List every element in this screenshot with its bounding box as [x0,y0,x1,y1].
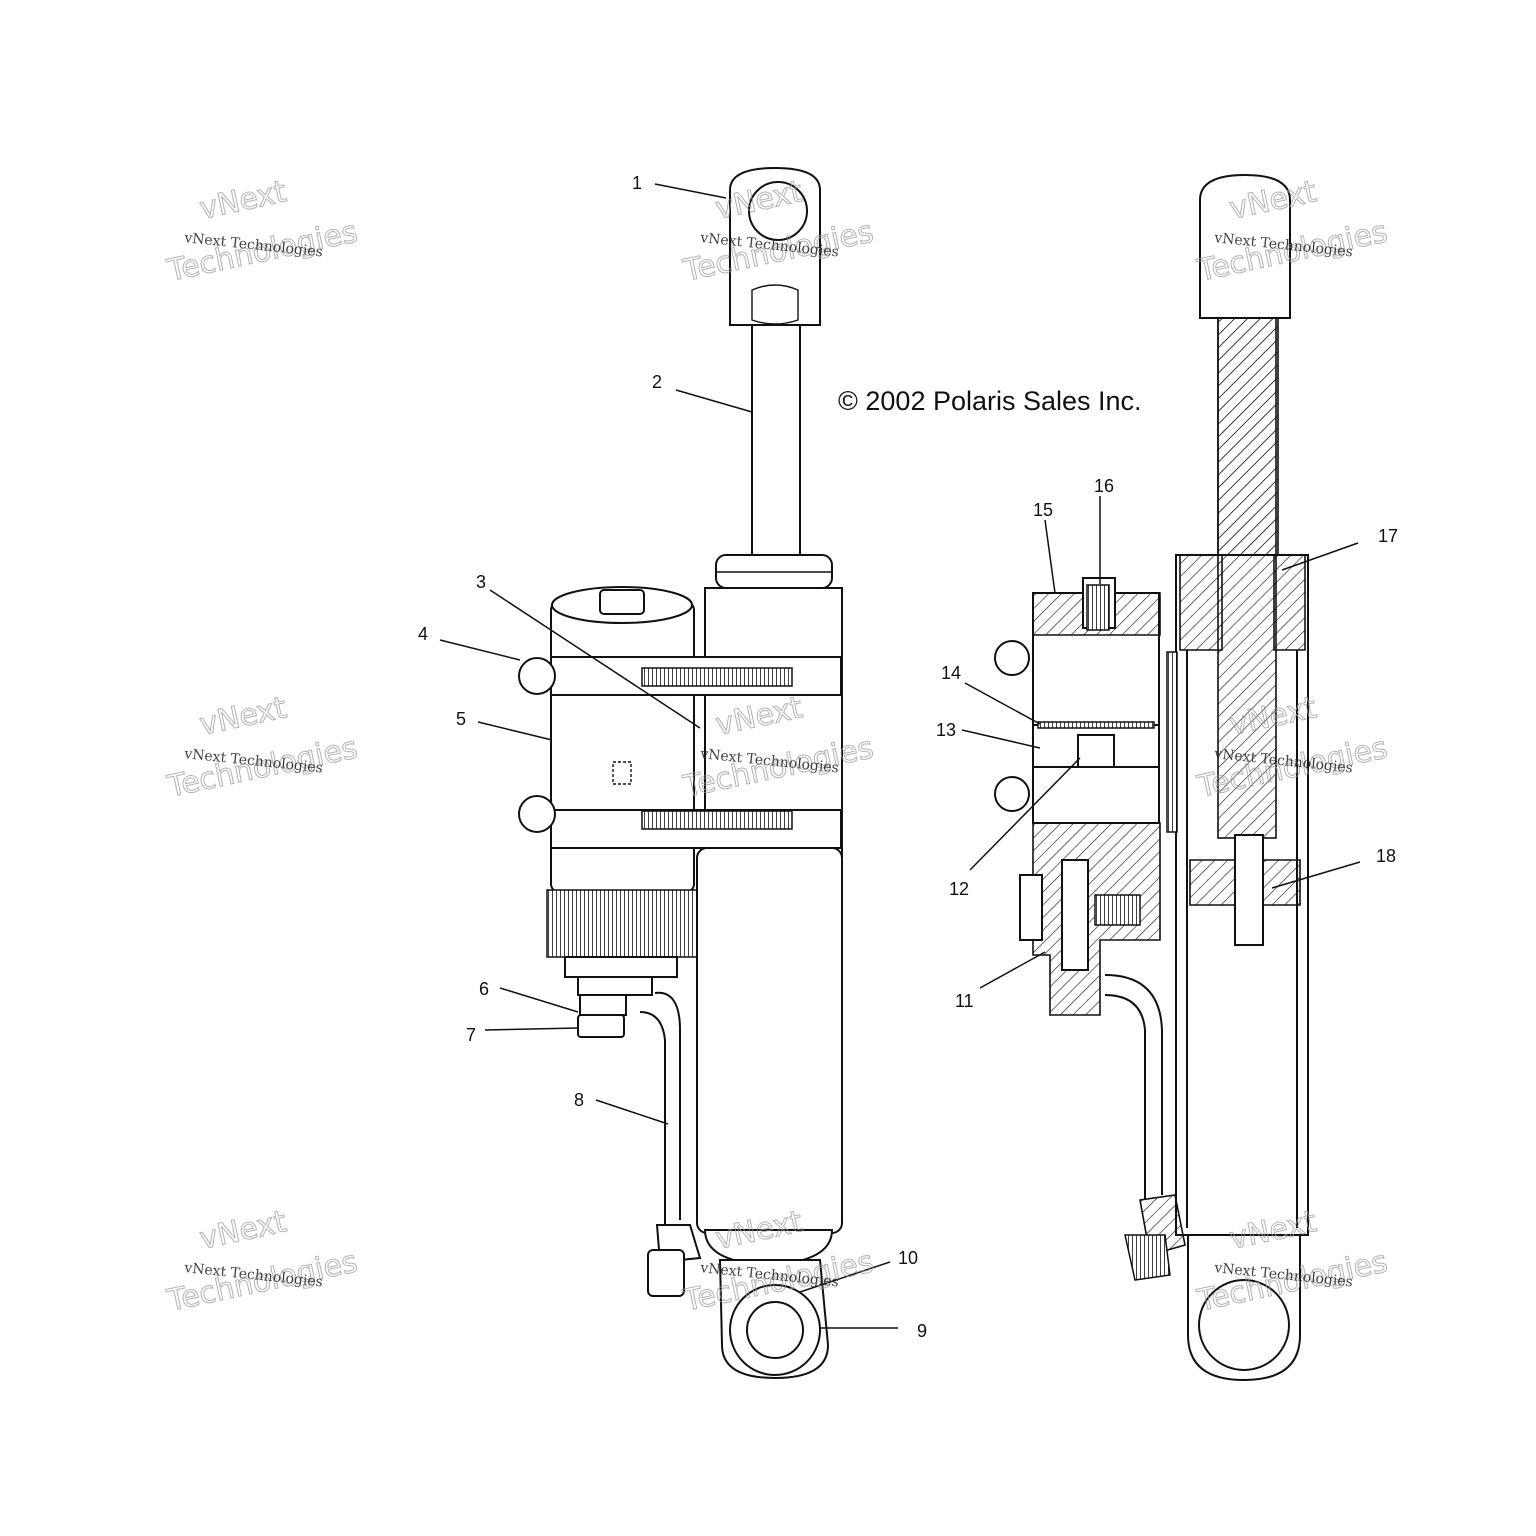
callout-2: 2 [652,372,662,392]
callout-9: 9 [917,1321,927,1341]
callout-10: 10 [898,1248,918,1268]
watermark-4-top: vNext [197,690,290,743]
watermark-1-top: vNext [197,174,290,227]
main-body [696,847,843,1267]
callout-6: 6 [479,979,489,999]
callout-14: 14 [941,663,961,683]
callout-17: 17 [1378,526,1398,546]
callout-11: 11 [955,991,974,1011]
hose [639,991,702,1297]
exterior-view [518,166,843,1380]
piston-shaft [751,324,801,558]
cross-section-view [994,173,1309,1382]
callout-13: 13 [936,720,956,740]
top-eyelet [729,166,821,326]
watermark-7-top: vNext [197,1204,290,1257]
callout-3: 3 [476,572,486,592]
callout-18: 18 [1376,846,1396,866]
clamp-bands [518,656,842,849]
callout-16: 16 [1094,476,1114,496]
callout-7: 7 [466,1025,476,1045]
callout-leaders [439,183,1361,1329]
callout-5: 5 [456,709,466,729]
copyright-notice: © 2002 Polaris Sales Inc. [838,386,1142,416]
callout-numbers: 1 2 3 4 5 6 7 8 9 10 11 12 13 14 15 16 1… [418,173,1398,1341]
watermark-7: vNext Technologies vNext Technologies [163,1204,361,1320]
watermark-4: vNext Technologies vNext Technologies [163,690,361,806]
watermark-1: vNext Technologies vNext Technologies [163,174,361,290]
bottom-eyelet [718,1259,830,1380]
callout-1: 1 [632,173,642,193]
callout-8: 8 [574,1090,584,1110]
callout-12: 12 [949,879,969,899]
callout-4: 4 [418,624,428,644]
callout-15: 15 [1033,500,1053,520]
